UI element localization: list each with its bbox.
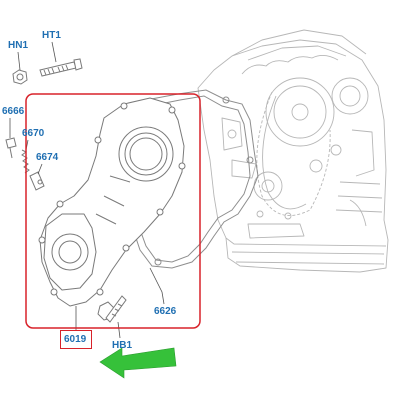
callout-6674[interactable]: 6674	[36, 152, 59, 163]
nut-hn1-drawing	[12, 69, 28, 85]
highlight-frame	[25, 93, 201, 329]
callout-6019[interactable]: 6019	[64, 334, 87, 345]
bolt-hb1-drawing	[97, 295, 127, 323]
front-cover-6019-drawing	[38, 97, 186, 307]
plunger-6674-drawing	[29, 171, 45, 191]
stud-ht1-drawing	[39, 58, 83, 77]
callout-hn1[interactable]: HN1	[8, 40, 29, 51]
pointer-arrow	[99, 347, 177, 379]
callout-ht1[interactable]: HT1	[42, 30, 61, 41]
callout-hb1[interactable]: HB1	[112, 340, 133, 351]
part-6019-highlight-box	[60, 330, 92, 349]
bolt-6666-drawing	[5, 137, 17, 159]
leader-lines	[9, 41, 165, 339]
callout-6626[interactable]: 6626	[154, 306, 177, 317]
spring-6670-drawing	[21, 149, 30, 174]
engine-block-drawing	[197, 29, 389, 273]
callout-6670[interactable]: 6670	[22, 128, 45, 139]
callout-6666[interactable]: 6666	[2, 106, 25, 117]
